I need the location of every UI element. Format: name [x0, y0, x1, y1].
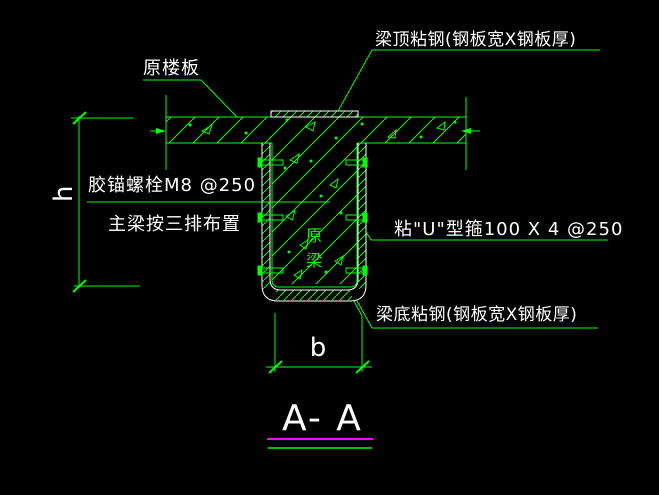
dim-h-tick-bottom — [72, 279, 87, 293]
beam-name-char1: 原 — [306, 226, 322, 245]
top-plate-body — [270, 110, 359, 118]
beam-top-plate-leader — [337, 49, 373, 112]
beam-bottom-plate-leader — [356, 300, 373, 329]
slab-aggregate-symbols — [188, 118, 457, 140]
u-stirrup-text: 粘"U"型箍100 X 4 @250 — [394, 219, 623, 240]
section-title-text: A- A — [282, 398, 363, 439]
anchor-bolt — [257, 265, 368, 276]
original-slab-text: 原楼板 — [143, 58, 200, 79]
anchor-bolts — [257, 157, 368, 276]
dim-b-tick-right — [355, 360, 370, 374]
u-channel-right-hatch — [358, 143, 366, 289]
beam-bottom-plate-text: 梁底粘钢(钢板宽X钢板厚) — [376, 305, 577, 325]
anchor-bolt — [257, 157, 368, 168]
steel-u-channel — [261, 143, 367, 302]
label-beam-bottom-plate: 梁底粘钢(钢板宽X钢板厚) — [356, 300, 598, 329]
section-title: A- A — [267, 398, 373, 449]
u-channel-bottom-hatch — [276, 290, 352, 300]
label-original-slab: 原楼板 — [143, 58, 238, 118]
u-channel-inner-face — [269, 143, 359, 291]
dim-b-leader-right — [353, 300, 363, 317]
beam-name-char2: 梁 — [306, 251, 322, 270]
top-steel-plate — [270, 110, 359, 118]
label-u-stirrup: 粘"U"型箍100 X 4 @250 — [365, 219, 623, 241]
original-slab-leader — [200, 79, 238, 118]
dim-h-tick-top — [72, 111, 87, 125]
dimension-b: b — [266, 300, 372, 374]
dimension-h: h — [49, 111, 140, 293]
label-anchor-bolts: 胶锚螺栓M8 @250 主梁按三排布置 — [87, 175, 330, 235]
u-channel-outer-face — [261, 143, 367, 302]
dim-b-tick-left — [268, 360, 283, 374]
anchor-bolt — [257, 212, 368, 223]
beam-section: 原 梁 — [271, 143, 358, 288]
dim-b-label: b — [310, 333, 327, 363]
label-beam-top-plate: 梁顶粘钢(钢板宽X钢板厚) — [337, 30, 600, 112]
dim-h-label: h — [49, 186, 79, 202]
beam-aggregate-symbols — [283, 152, 344, 280]
floor-slab — [150, 95, 480, 170]
slab-break-arrow-right — [461, 128, 480, 134]
anchor-bolt-text-line1: 胶锚螺栓M8 @250 — [88, 175, 256, 196]
beam-concrete-outline — [271, 143, 358, 288]
beam-hatch — [272, 143, 357, 284]
u-channel-left-hatch — [262, 143, 270, 289]
slab-break-arrow-left — [150, 128, 166, 134]
slab-hatch — [166, 117, 466, 143]
u-stirrup-leader — [365, 231, 372, 241]
anchor-bolt-text-line2: 主梁按三排布置 — [108, 214, 241, 235]
beam-top-plate-text: 梁顶粘钢(钢板宽X钢板厚) — [375, 30, 576, 50]
